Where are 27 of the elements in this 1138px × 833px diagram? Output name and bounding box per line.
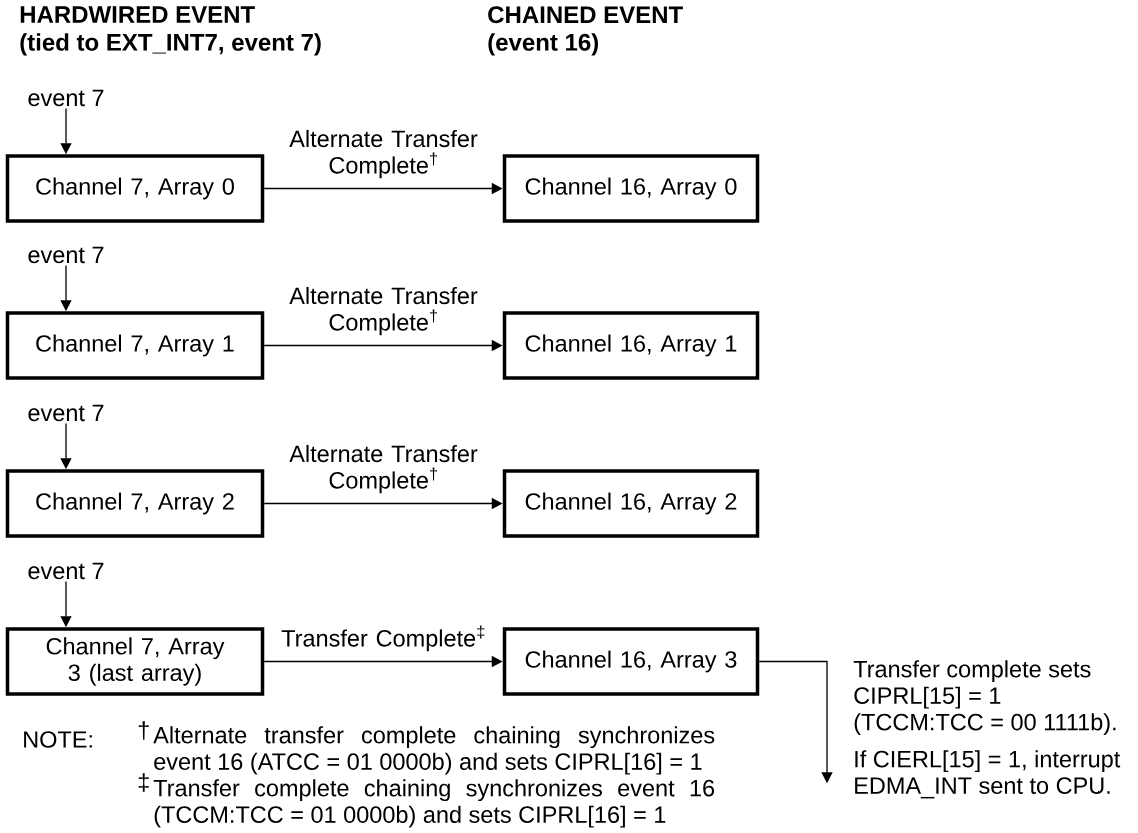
heading: HARDWIRED EVENT (20, 6, 255, 23)
footnote-text: Transfer complete chaining synchronizes event 16 (TCCM:TCC = 01 0000b) and sets CIPRL[16] = 1 (153, 779, 715, 828)
channel-box: Channel 7, Array 3 (last array) (5, 627, 265, 696)
channel-box: Channel 16, Array 0 (502, 154, 760, 223)
channel-box: Channel 7, Array 1 (5, 311, 265, 380)
footnote-text: Alternate transfer complete chaining synchronizes event 16 (ATCC = 01 0000b) and sets CIPRL[16] = 1 (153, 726, 715, 775)
channel-box: Channel 7, Array 2 (5, 469, 265, 538)
annotation: Transfer complete sets CIPRL[15] = 1 (TCCM:TCC = 00 1111b). (853, 660, 1116, 736)
annotation: If CIERL[15] = 1, interrupt EDMA_INT sent to CPU. (855, 750, 1121, 799)
event-label: event 7 (28, 562, 104, 580)
subheading: (event 16) (488, 33, 598, 56)
footnote-mark: † (138, 721, 149, 740)
channel-box: Channel 7, Array 0 (5, 154, 265, 223)
event-label: event 7 (28, 404, 104, 422)
event-label: event 7 (28, 89, 104, 107)
note-label: NOTE: (24, 731, 92, 748)
channel-box: Channel 16, Array 2 (502, 469, 760, 538)
channel-box: Channel 16, Array 1 (502, 311, 760, 380)
event-label: event 7 (28, 246, 104, 264)
subheading: (tied to EXT_INT7, event 7) (20, 33, 321, 56)
heading: CHAINED EVENT (488, 6, 683, 24)
edge-label: Transfer Complete$^{‡}$ (275, 624, 492, 653)
edge-label: Alternate Transfer Complete$^{†}$ (275, 285, 492, 337)
channel-box: Channel 16, Array 3 (502, 627, 760, 696)
edge-label: Alternate Transfer Complete$^{†}$ (275, 443, 492, 495)
edge-label: Alternate Transfer Complete$^{†}$ (275, 128, 492, 180)
footnote-mark: ‡ (138, 773, 149, 792)
